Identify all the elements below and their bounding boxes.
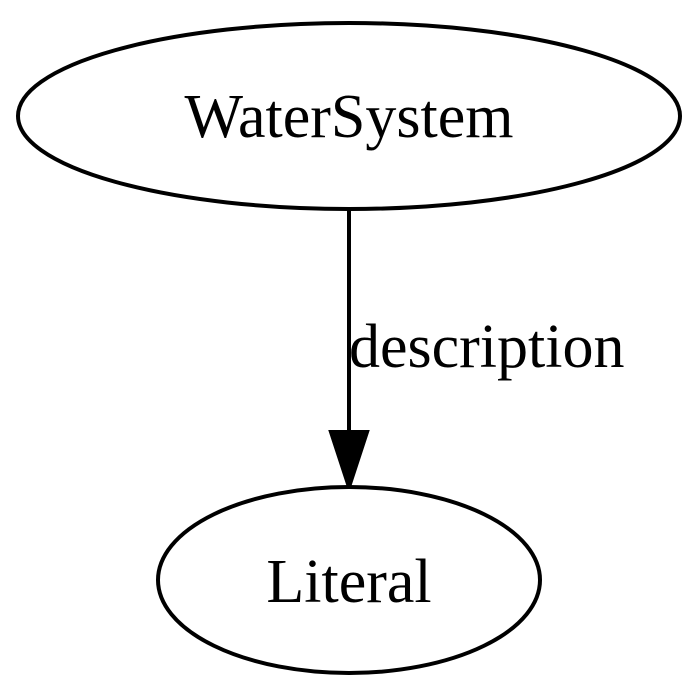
node-watersystem-label: WaterSystem xyxy=(184,83,513,151)
edge-description-label: description xyxy=(349,313,625,381)
node-literal[interactable]: Literal xyxy=(156,485,542,675)
node-watersystem[interactable]: WaterSystem xyxy=(16,21,682,211)
edge-description: description xyxy=(328,209,625,494)
node-literal-label: Literal xyxy=(266,548,431,616)
edge-description-arrowhead xyxy=(328,430,370,494)
node-literal-ellipse xyxy=(156,485,542,675)
